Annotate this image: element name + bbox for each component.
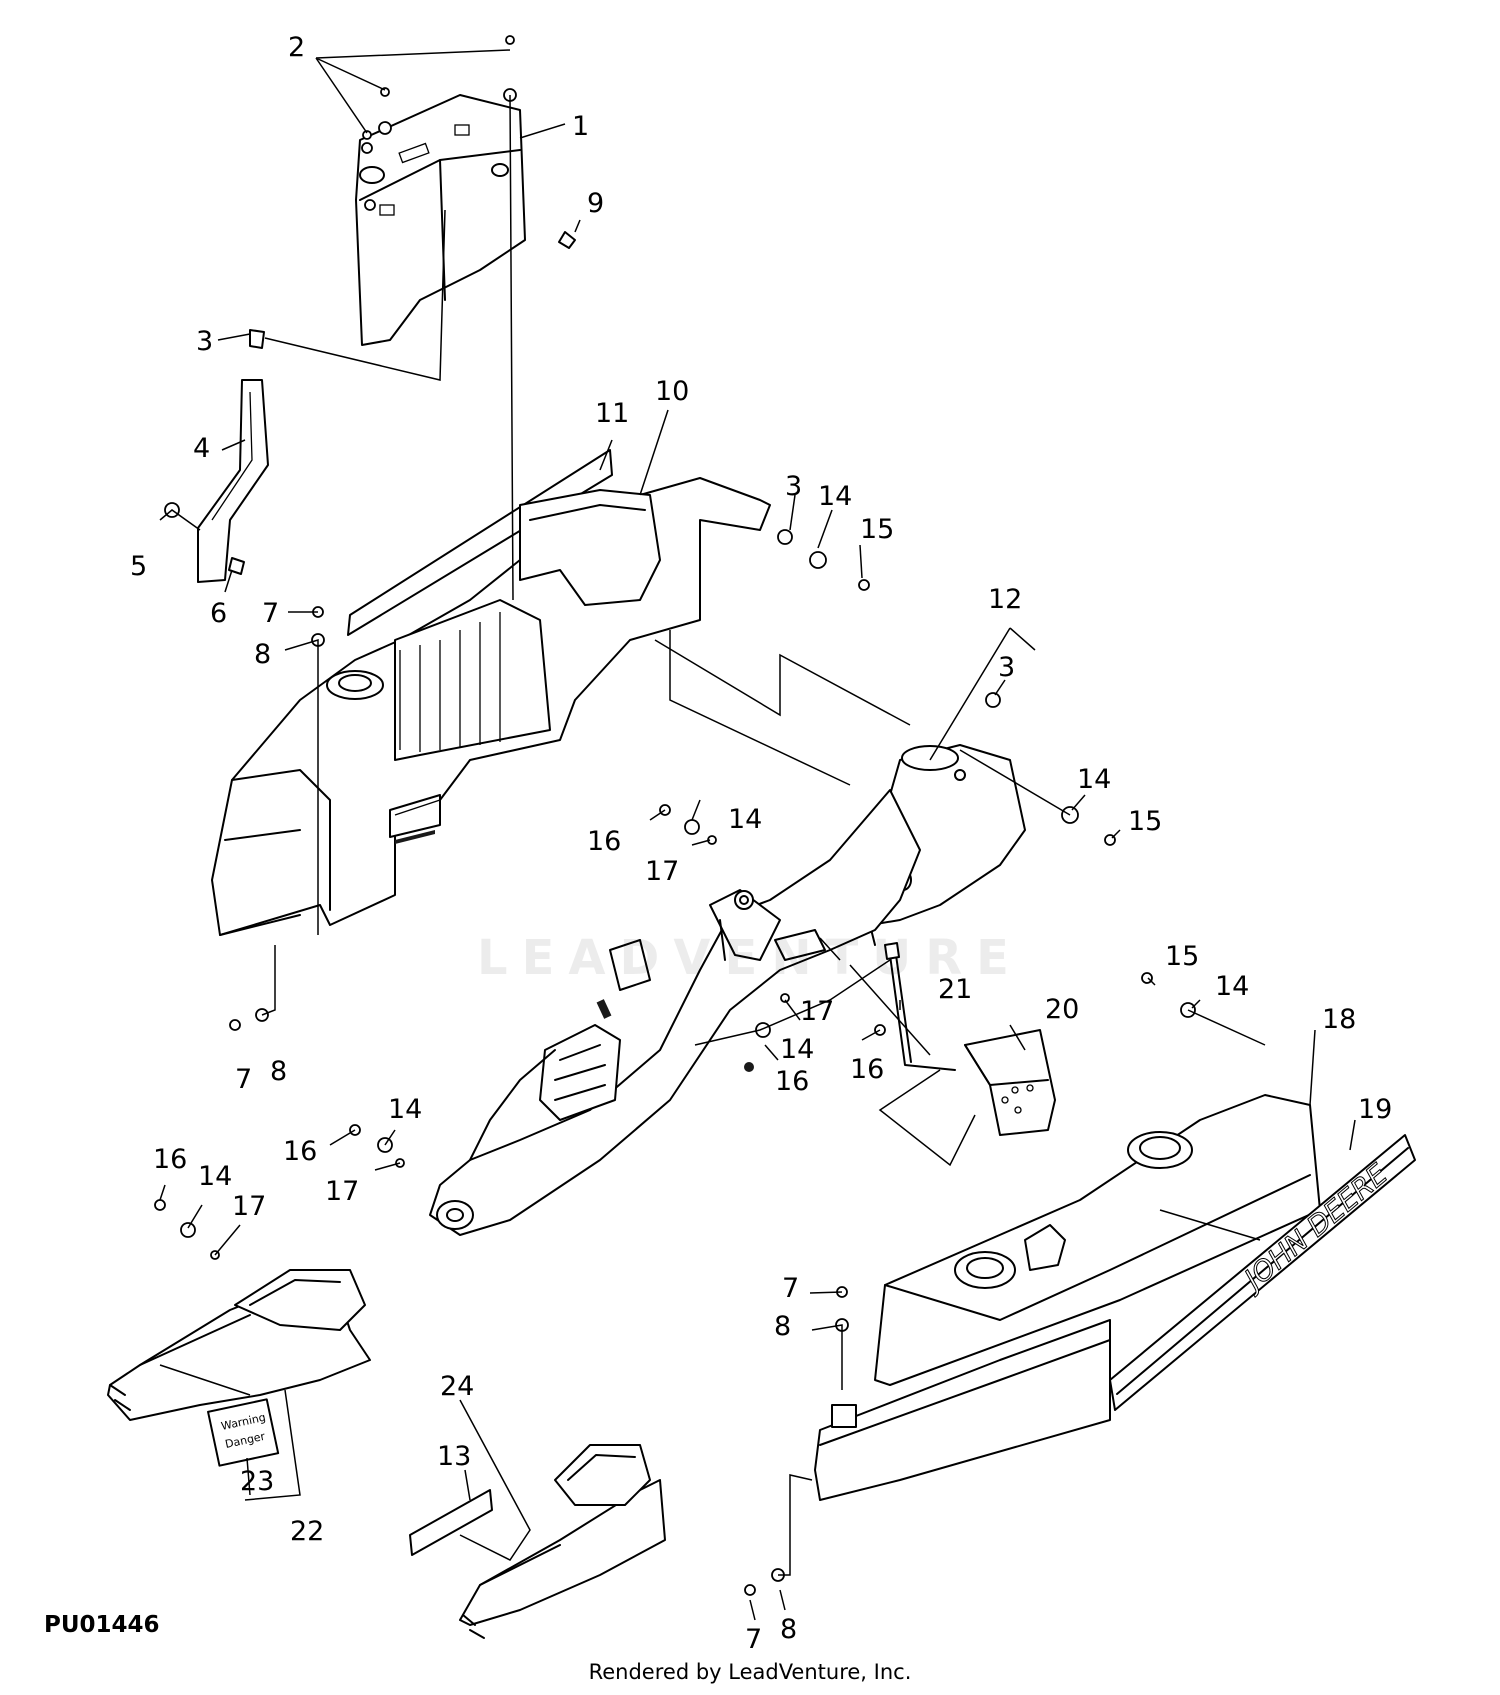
callout-13: 13 [437, 1441, 471, 1472]
callout-numbers: 2 1 9 3 4 5 6 7 8 11 10 3 14 15 12 3 14 … [130, 32, 1392, 1655]
callout-15-top: 15 [860, 514, 894, 545]
callout-16-center: 16 [587, 826, 621, 857]
part-22-left-console [107, 1269, 371, 1421]
callout-10: 10 [655, 376, 689, 407]
part-18-right-console [814, 1094, 1321, 1501]
callout-8-console: 8 [774, 1311, 791, 1342]
callout-17-left: 17 [232, 1191, 266, 1222]
callout-2: 2 [288, 32, 305, 63]
part-1-bracket [355, 94, 526, 346]
part-9-bolt [558, 231, 576, 249]
part-4-strap [197, 329, 269, 583]
callout-14-left: 14 [198, 1161, 232, 1192]
callout-22: 22 [290, 1516, 324, 1547]
callout-9: 9 [587, 188, 604, 219]
part-21-rod [884, 942, 956, 1071]
callout-19: 19 [1358, 1094, 1392, 1125]
callout-16-lower: 16 [775, 1066, 809, 1097]
callout-7-bottom: 7 [745, 1624, 762, 1655]
callout-3-mid: 3 [785, 471, 802, 502]
callout-14-top: 14 [818, 481, 852, 512]
callout-14-lower: 14 [780, 1034, 814, 1065]
callout-8-left: 8 [270, 1056, 287, 1087]
callout-20: 20 [1045, 994, 1079, 1025]
part-24-lower-console [459, 1444, 666, 1639]
figure-id: PU01446 [44, 1612, 160, 1638]
part-10-left-fender [211, 477, 771, 936]
callout-1: 1 [572, 111, 589, 142]
watermark: LEADVENTURE [477, 930, 1023, 986]
callout-15-console: 15 [1165, 941, 1199, 972]
callout-23: 23 [240, 1466, 274, 1497]
callout-17-chassis: 17 [325, 1176, 359, 1207]
callout-8-bottom: 8 [780, 1614, 797, 1645]
callout-16-chassis: 16 [283, 1136, 317, 1167]
part-6-bolt [228, 557, 245, 575]
callout-15-right: 15 [1128, 806, 1162, 837]
callout-21: 21 [938, 974, 972, 1005]
callout-6: 6 [210, 598, 227, 629]
callout-11: 11 [595, 398, 629, 429]
callout-16-left: 16 [153, 1144, 187, 1175]
callout-17-lower: 17 [800, 996, 834, 1027]
center-chassis [429, 789, 921, 1236]
callout-14-console: 14 [1215, 971, 1249, 1002]
callout-5: 5 [130, 551, 147, 582]
part-23-warning-label: Warning Danger [207, 1398, 280, 1467]
part-11-decal [347, 449, 613, 636]
callout-4: 4 [193, 433, 210, 464]
part-20-plate [964, 1029, 1056, 1136]
callout-3-right: 3 [998, 652, 1015, 683]
callout-7-console: 7 [782, 1273, 799, 1304]
callout-14-center: 14 [728, 804, 762, 835]
callout-24: 24 [440, 1371, 474, 1402]
render-credit: Rendered by LeadVenture, Inc. [588, 1660, 912, 1684]
leader-lines [159, 49, 1356, 1621]
callout-18: 18 [1322, 1004, 1356, 1035]
callout-12: 12 [988, 584, 1022, 615]
part-13-decal [409, 1489, 493, 1556]
callout-17-center: 17 [645, 856, 679, 887]
callout-16-rod: 16 [850, 1054, 884, 1085]
callout-3-left: 3 [196, 326, 213, 357]
callout-8-upper: 8 [254, 639, 271, 670]
callout-14-chassis: 14 [388, 1094, 422, 1125]
callout-7-left: 7 [235, 1064, 252, 1095]
callout-14-right: 14 [1077, 764, 1111, 795]
callout-7-upper: 7 [262, 598, 279, 629]
